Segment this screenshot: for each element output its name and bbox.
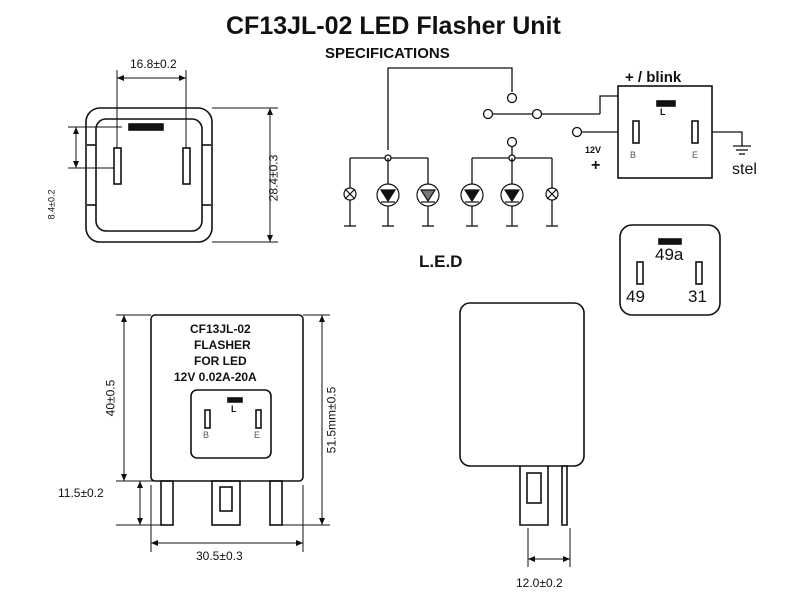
top-width-dimension: 16.8±0.2 (130, 57, 177, 71)
front-view-outline (150, 314, 304, 526)
front-pin-l: L (231, 404, 237, 414)
connector-outline (619, 224, 721, 316)
blink-label: + / blink (625, 69, 682, 86)
circuit-pin-l: L (660, 107, 666, 117)
ground-label: stel (732, 161, 757, 178)
front-label-line-2: FLASHER (194, 338, 251, 352)
side-pin-width-dimension: 12.0±0.2 (516, 576, 563, 590)
top-view-outline (85, 107, 213, 243)
top-height-dimension: 28.4±0.3 (266, 154, 281, 202)
side-view-outline (459, 302, 585, 526)
front-pin-length-dimension: 11.5±0.2 (58, 486, 104, 500)
lamp-symbols (343, 187, 559, 201)
circuit-pin-e: E (692, 150, 699, 160)
top-view-dimensions (68, 70, 278, 243)
front-label-line-4: 12V 0.02A-20A (174, 370, 257, 384)
front-body-height-dimension: 40±0.5 (103, 379, 118, 417)
connector-pin-49a: 49a (655, 245, 684, 264)
plus-label: + (591, 157, 601, 174)
front-pin-e: E (254, 430, 261, 440)
front-label-line-3: FOR LED (194, 354, 247, 368)
led-symbols (376, 183, 524, 207)
voltage-label: 12V (585, 145, 602, 155)
circuit-flasher-box (617, 85, 713, 179)
front-pin-b: B (203, 430, 210, 440)
front-total-height-dimension: 51.5mm±0.5 (324, 386, 339, 454)
connector-pin-31: 31 (688, 287, 707, 306)
top-offset-dimension: 8.4±0.2 (46, 189, 57, 220)
connector-pin-49: 49 (626, 287, 645, 306)
circuit-wiring (344, 67, 751, 227)
diagram-title: CF13JL-02 LED Flasher Unit (226, 12, 561, 40)
front-width-dimension: 30.5±0.3 (196, 549, 243, 563)
circuit-pin-b: B (630, 150, 637, 160)
front-label-line-1: CF13JL-02 (190, 322, 251, 336)
diagram-subtitle: SPECIFICATIONS (325, 45, 450, 62)
led-label: L.E.D (419, 252, 463, 271)
